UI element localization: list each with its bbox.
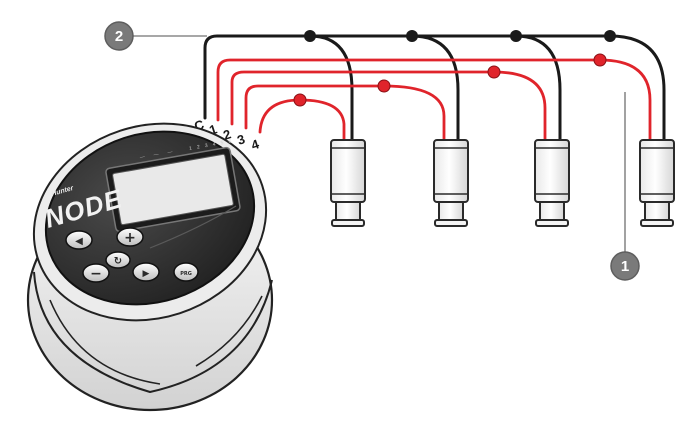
- plus-button[interactable]: +: [116, 227, 144, 247]
- common-wire: [203, 34, 666, 142]
- callout-2-label: 2: [115, 28, 123, 45]
- minus-icon: −: [90, 266, 102, 282]
- common-wire-branch-1: [308, 34, 354, 142]
- common-wire-trunk: [203, 34, 612, 120]
- common-junction-dot: [604, 30, 616, 42]
- terminal-label-3: 3: [235, 131, 247, 148]
- screen-digit: 4: [212, 141, 216, 147]
- prog-button-label: PRG: [180, 271, 192, 277]
- junction-dots: [293, 30, 616, 107]
- terminal-label-1: 1: [207, 121, 219, 138]
- minus-button[interactable]: −: [82, 263, 110, 283]
- callout-2: 2: [104, 21, 207, 51]
- prog-button[interactable]: PRG: [173, 262, 199, 282]
- common-junction-dot: [510, 30, 522, 42]
- solenoid-valve-icon: [639, 139, 675, 227]
- zone-wires: [216, 58, 652, 142]
- solenoid-valve-icon: [433, 139, 469, 227]
- controller-housing-seam: [49, 299, 161, 385]
- right-arrow-icon: ▶: [143, 269, 150, 279]
- common-wire-branch-3: [514, 34, 562, 142]
- screen-digit: 5: [220, 140, 224, 146]
- terminal-label-4: 4: [249, 136, 261, 153]
- right-button[interactable]: ▶: [132, 262, 160, 282]
- zone-junction-dot: [593, 53, 607, 67]
- common-wire-branch-4: [608, 34, 666, 142]
- left-arrow-icon: ◀: [75, 236, 83, 247]
- solenoid-valves: [330, 139, 675, 227]
- common-junction-dot: [406, 30, 418, 42]
- callout-1-badge: [610, 251, 640, 281]
- callout-1: 1: [610, 92, 640, 281]
- plus-icon: +: [124, 230, 136, 246]
- screen-digit: 3: [204, 143, 208, 149]
- screen-digit: 1: [189, 146, 193, 152]
- screen-tab: —: [167, 149, 173, 156]
- face-swoosh: [149, 205, 237, 249]
- controller: — — — 1 2 3 4 5 6 Hunter NODE ◀ + ↻: [26, 122, 274, 412]
- terminal-label-2: 2: [221, 126, 233, 143]
- common-junction-dot: [304, 30, 316, 42]
- lcd-screen: — — — 1 2 3 4 5 6: [105, 139, 241, 233]
- left-button[interactable]: ◀: [65, 230, 93, 250]
- controller-housing-seam: [195, 295, 263, 367]
- screen-digit: 2: [197, 144, 201, 150]
- callout-2-badge: [104, 21, 134, 51]
- zone-junction-dot: [487, 65, 501, 79]
- callout-1-label: 1: [621, 258, 629, 275]
- common-wire-branch-2: [410, 34, 460, 142]
- cycle-button[interactable]: ↻: [105, 251, 131, 269]
- zone-junction-dot: [377, 79, 391, 93]
- screen-tab: —: [139, 154, 145, 161]
- zone-junction-dot: [293, 93, 307, 107]
- solenoid-valve-icon: [330, 139, 366, 227]
- screen-tab: —: [153, 151, 159, 158]
- solenoid-valve-icon: [534, 139, 570, 227]
- controller-housing-band: [33, 271, 273, 394]
- cycle-icon: ↻: [114, 256, 122, 267]
- lcd-display: [112, 153, 234, 226]
- screen-digit: 6: [228, 139, 232, 145]
